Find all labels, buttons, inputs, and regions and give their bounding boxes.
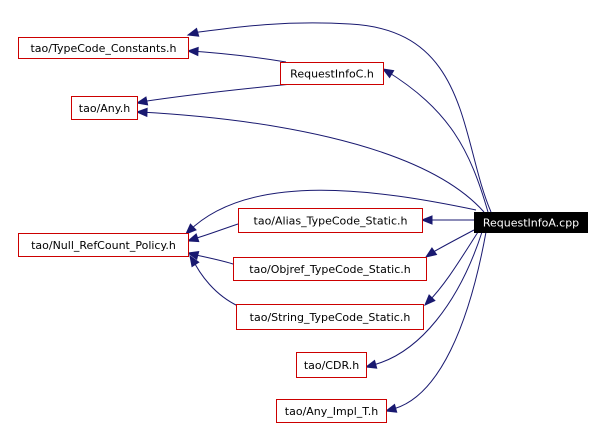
node-box bbox=[276, 399, 387, 423]
arrowhead-icon bbox=[384, 403, 398, 413]
node-label: tao/Any.h bbox=[79, 102, 130, 115]
edge-root-to-string_typecode_static bbox=[424, 231, 479, 306]
edge-root-to-typecode_constants bbox=[186, 22, 492, 213]
edge-string_typecode_static-to-null_refcount_policy bbox=[189, 254, 239, 307]
arrowhead-icon bbox=[186, 233, 200, 243]
edge-root-to-alias_typecode_static bbox=[420, 215, 474, 225]
edge-line bbox=[139, 83, 293, 103]
edge-line bbox=[427, 231, 479, 303]
node-label: tao/Null_RefCount_Policy.h bbox=[31, 239, 176, 252]
arrowhead-icon bbox=[135, 107, 148, 118]
node-box bbox=[236, 304, 424, 330]
node-any-impl-t[interactable]: tao/Any_Impl_T.h bbox=[276, 399, 387, 423]
arrowhead-icon bbox=[424, 294, 436, 306]
node-null-refcount-policy[interactable]: tao/Null_RefCount_Policy.h bbox=[18, 233, 189, 257]
node-string-typecode-static[interactable]: tao/String_TypeCode_Static.h bbox=[236, 304, 424, 330]
node-label: tao/CDR.h bbox=[304, 359, 359, 372]
edge-root-to-any bbox=[135, 107, 485, 213]
node-box bbox=[296, 352, 367, 378]
node-alias-typecode-static[interactable]: tao/Alias_TypeCode_Static.h bbox=[238, 208, 423, 233]
edge-root-to-any_impl_t bbox=[384, 231, 487, 413]
edge-line bbox=[190, 50, 287, 63]
node-label: RequestInfoA.cpp bbox=[483, 217, 579, 230]
node-label: RequestInfoC.h bbox=[290, 68, 374, 81]
node-box bbox=[71, 96, 138, 120]
edge-alias_typecode_static-to-null_refcount_policy bbox=[186, 223, 239, 243]
arrowhead-icon bbox=[364, 359, 378, 369]
arrowhead-icon bbox=[420, 215, 433, 225]
arrowhead-icon bbox=[186, 250, 200, 261]
node-label: tao/String_TypeCode_Static.h bbox=[250, 311, 411, 324]
arrowhead-icon bbox=[424, 247, 438, 258]
node-any[interactable]: tao/Any.h bbox=[71, 96, 138, 120]
node-label: tao/Objref_TypeCode_Static.h bbox=[249, 263, 410, 276]
node-box bbox=[238, 208, 423, 233]
edge-line bbox=[191, 257, 239, 307]
node-typecode-constants[interactable]: tao/TypeCode_Constants.h bbox=[18, 37, 189, 59]
node-box bbox=[18, 37, 189, 59]
root-node[interactable]: RequestInfoA.cpp bbox=[474, 212, 588, 233]
edge-objref_typecode_static-to-null_refcount_policy bbox=[186, 250, 234, 265]
edge-requestinfoc-to-any bbox=[135, 83, 293, 106]
edge-root-to-cdr bbox=[364, 231, 483, 369]
arrowhead-icon bbox=[186, 46, 199, 57]
edge-root-to-requestinfoc bbox=[381, 68, 489, 213]
edge-line bbox=[139, 111, 485, 213]
edge-requestinfoc-to-typecode_constants bbox=[186, 46, 287, 63]
edge-root-to-null_refcount_policy bbox=[185, 189, 477, 235]
node-box bbox=[233, 257, 427, 281]
node-label: tao/Alias_TypeCode_Static.h bbox=[254, 215, 408, 228]
arrowhead-icon bbox=[186, 27, 200, 37]
edge-line bbox=[187, 189, 477, 233]
node-box bbox=[474, 212, 588, 233]
edge-line bbox=[388, 231, 487, 411]
node-cdr[interactable]: tao/CDR.h bbox=[296, 352, 367, 378]
node-label: tao/TypeCode_Constants.h bbox=[30, 42, 176, 55]
edge-line bbox=[427, 229, 475, 256]
edge-line bbox=[191, 22, 492, 213]
edge-root-to-objref_typecode_static bbox=[424, 229, 475, 258]
node-box bbox=[280, 62, 384, 85]
node-label: tao/Any_Impl_T.h bbox=[285, 405, 378, 418]
node-box bbox=[18, 233, 189, 257]
arrowhead-icon bbox=[135, 96, 149, 106]
node-requestinfoc[interactable]: RequestInfoC.h bbox=[280, 62, 384, 85]
arrowhead-icon bbox=[185, 223, 197, 235]
edge-line bbox=[368, 231, 483, 367]
edge-line bbox=[384, 69, 489, 213]
node-objref-typecode-static[interactable]: tao/Objref_TypeCode_Static.h bbox=[233, 257, 427, 281]
arrowhead-icon bbox=[381, 68, 395, 79]
edges-layer bbox=[135, 22, 492, 413]
arrowhead-icon bbox=[189, 254, 200, 268]
